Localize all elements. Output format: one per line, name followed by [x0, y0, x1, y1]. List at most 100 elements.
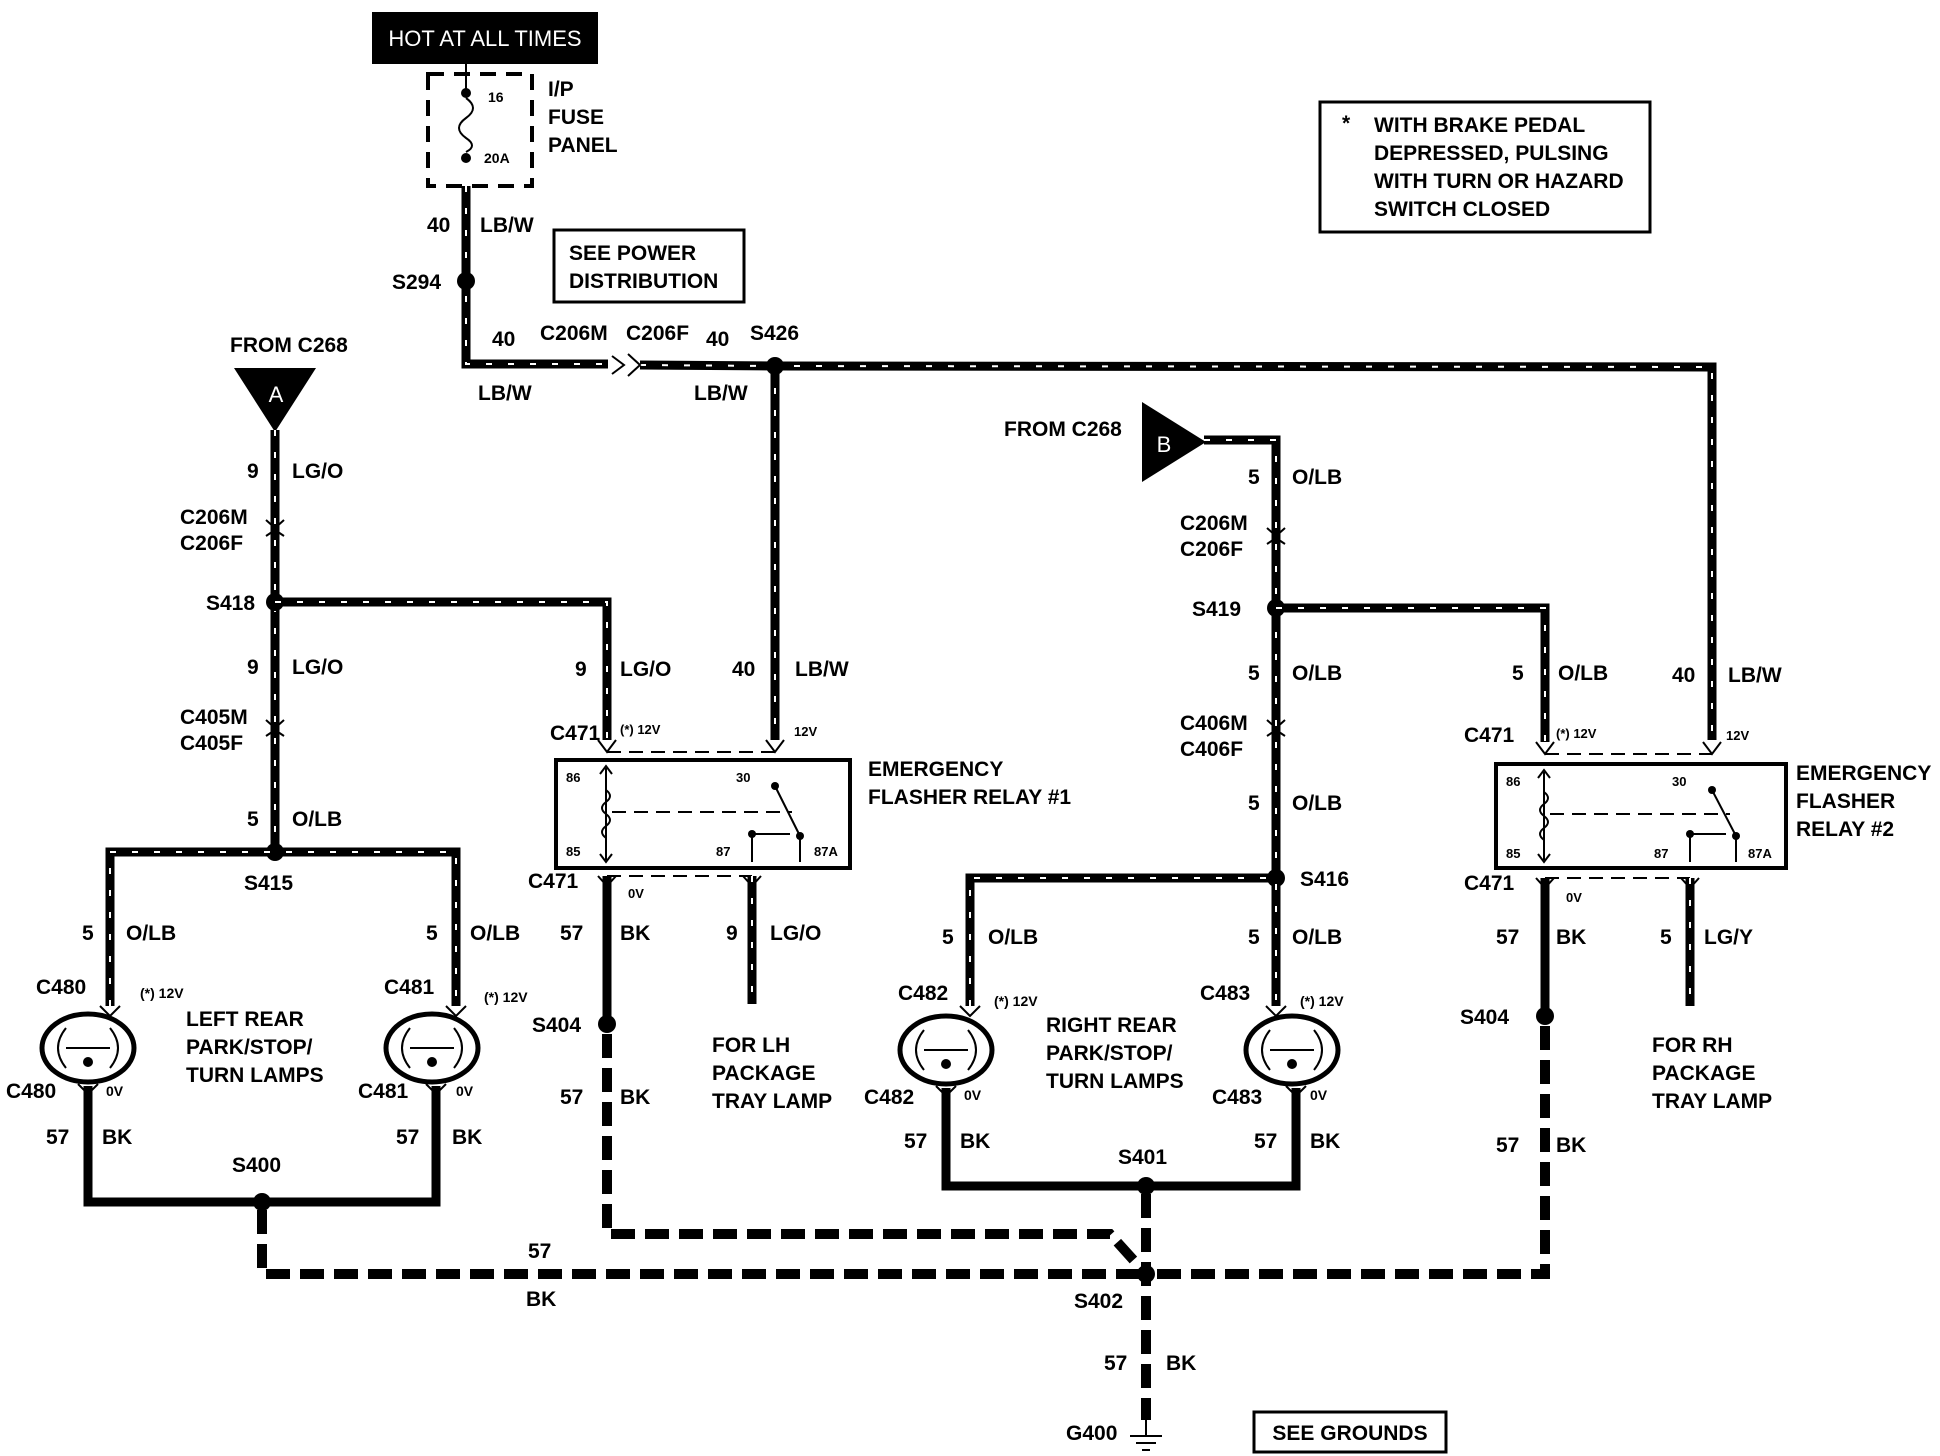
wire-bk-label-bus: BK	[526, 1288, 556, 1311]
see-grounds-label: SEE GROUNDS	[1272, 1422, 1427, 1445]
left-feed-wire: 9 LG/O C206M C206F S418 9 LG/O C405M C40…	[180, 430, 343, 895]
wire-57-label-l1: 57	[46, 1126, 69, 1149]
voltage-r1-30: 12V	[794, 724, 817, 739]
wire-5-label: 5	[247, 808, 259, 831]
wire-57-label-r1: 57	[560, 922, 583, 945]
relay2-feed-wire: 5 O/LB 40 LB/W	[1276, 603, 1782, 742]
relay2-pin-87a: 87A	[1748, 846, 1772, 861]
wire-40-label: 40	[427, 214, 450, 237]
emergency-flasher-relay-1: C471 (*) 12V 12V 86 85 30 87 87A EMERGEN…	[528, 722, 1071, 1113]
right-lamp-label-3: TURN LAMPS	[1046, 1070, 1184, 1093]
wire-bk-label-rr1: BK	[960, 1130, 990, 1153]
wire-5-label-rr2: 5	[1248, 926, 1260, 949]
wire-lbw-label: LB/W	[480, 214, 534, 237]
connector-c206f-right: C206F	[1180, 538, 1243, 561]
from-c268-b: FROM C268 B	[1004, 402, 1206, 482]
splice-s415-label: S415	[244, 872, 293, 895]
wire-57-label-r2b: 57	[1496, 1134, 1519, 1157]
voltage-r1-85: 0V	[628, 886, 644, 901]
wire-bk-label-r1: BK	[620, 922, 650, 945]
wire-olb-label-r: O/LB	[1292, 466, 1342, 489]
splice-s418-label: S418	[206, 592, 255, 615]
wire-lbw-label-3: LB/W	[694, 382, 748, 405]
note-line-1: WITH BRAKE PEDAL	[1374, 114, 1585, 137]
wire-9-label: 9	[247, 460, 259, 483]
voltage-c482-bottom: 0V	[964, 1087, 982, 1103]
connector-c480-top: C480	[36, 976, 86, 999]
splice-s404-left-label: S404	[532, 1014, 581, 1037]
ground-g400-label: G400	[1066, 1422, 1117, 1445]
fuse-label-ip: I/P	[548, 78, 574, 101]
connector-c481-bottom: C481	[358, 1080, 409, 1103]
wire-olb-label-r4: O/LB	[1558, 662, 1608, 685]
hot-at-all-times-label: HOT AT ALL TIMES	[388, 26, 581, 51]
relay2-title-1: EMERGENCY	[1796, 762, 1931, 785]
wire-5-label-r4: 5	[1512, 662, 1524, 685]
wire-57-label-rr2: 57	[1254, 1130, 1277, 1153]
relay1-title-1: EMERGENCY	[868, 758, 1003, 781]
wire-bk-label-rr2: BK	[1310, 1130, 1340, 1153]
voltage-c483-top: (*) 12V	[1300, 993, 1344, 1009]
wire-bk-label-l2: BK	[452, 1126, 482, 1149]
wire-bk-label-l1: BK	[102, 1126, 132, 1149]
splice-s426-label: S426	[750, 322, 799, 345]
wire-5-label-r3: 5	[1248, 792, 1260, 815]
wire-57-label-bus: 57	[528, 1240, 551, 1263]
lh-package-label-3: TRAY LAMP	[712, 1090, 832, 1113]
wire-9-label-2: 9	[247, 656, 259, 679]
lh-package-label-1: FOR LH	[712, 1034, 790, 1057]
wire-5-label-r: 5	[1248, 466, 1260, 489]
wire-9-label-r1: 9	[726, 922, 738, 945]
connector-c482-bottom: C482	[864, 1086, 914, 1109]
wire-olb-label-rr1: O/LB	[988, 926, 1038, 949]
splice-s400-dot	[253, 1193, 271, 1211]
voltage-r2-85: 0V	[1566, 890, 1582, 905]
voltage-c480-bottom: 0V	[106, 1083, 124, 1099]
voltage-c480-top: (*) 12V	[140, 985, 184, 1001]
from-c268-a-label: FROM C268	[230, 334, 348, 357]
voltage-r2-86: (*) 12V	[1556, 726, 1597, 741]
connector-c471-r1-bottom: C471	[528, 870, 579, 893]
connector-c206f-top: C206F	[626, 322, 689, 345]
from-b-letter: B	[1157, 432, 1172, 457]
connector-c483-top: C483	[1200, 982, 1250, 1005]
relay1-pin-30: 30	[736, 770, 750, 785]
left-lamp-label-2: PARK/STOP/	[186, 1036, 313, 1059]
splice-s400-label: S400	[232, 1154, 281, 1177]
wire-5-label-l1: 5	[82, 922, 94, 945]
connector-c206m-top: C206M	[540, 322, 608, 345]
rh-package-label-2: PACKAGE	[1652, 1062, 1755, 1085]
wire-lgo-label: LG/O	[292, 460, 343, 483]
splice-s402-label: S402	[1074, 1290, 1123, 1313]
voltage-r1-86: (*) 12V	[620, 722, 661, 737]
wire-olb-label-l1: O/LB	[126, 922, 176, 945]
ground-bus: 57 BK S402 57 BK G400	[257, 1026, 1550, 1451]
note-star: *	[1342, 112, 1351, 135]
wire-olb-label-r3: O/LB	[1292, 792, 1342, 815]
relay1-pin-87a: 87A	[814, 844, 838, 859]
relay2-pin-30: 30	[1672, 774, 1686, 789]
wire-57-label-g: 57	[1104, 1352, 1127, 1375]
connector-c206f-left: C206F	[180, 532, 243, 555]
from-a-letter: A	[269, 382, 284, 407]
relay1-pin-87: 87	[716, 844, 730, 859]
wire-5-label-rr1: 5	[942, 926, 954, 949]
connector-c406f: C406F	[1180, 738, 1243, 761]
see-power-distribution-box: SEE POWER DISTRIBUTION	[552, 228, 746, 304]
fuse-rating: 20A	[484, 150, 510, 166]
connector-c480-bottom: C480	[6, 1080, 56, 1103]
left-lamp-label-1: LEFT REAR	[186, 1008, 304, 1031]
from-c268-a: FROM C268 A	[230, 334, 348, 432]
splice-s416-label: S416	[1300, 868, 1349, 891]
rh-package-label-3: TRAY LAMP	[1652, 1090, 1772, 1113]
splice-s401-dot	[1137, 1177, 1155, 1195]
relay2-title-3: RELAY #2	[1796, 818, 1894, 841]
connector-c482-top: C482	[898, 982, 948, 1005]
see-power-line-1: SEE POWER	[569, 242, 696, 265]
splice-s294-label: S294	[392, 271, 441, 294]
wire-bk-label-r2b: BK	[1556, 1134, 1586, 1157]
connector-c405m: C405M	[180, 706, 248, 729]
lh-package-label-2: PACKAGE	[712, 1062, 815, 1085]
splice-s426-dot	[766, 357, 784, 375]
right-feed-wire: 5 O/LB C206M C206F S419 5 O/LB C406M C40…	[1180, 435, 1349, 891]
